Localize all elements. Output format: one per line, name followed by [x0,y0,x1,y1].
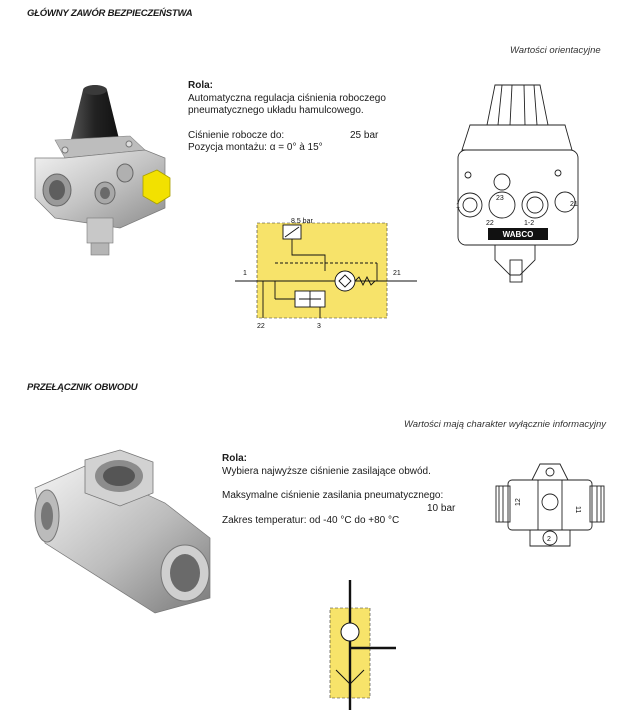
role-line-2: pneumatycznego układu hamulcowego. [188,105,364,116]
section1-title: GŁÓWNY ZAWÓR BEZPIECZEŃSTWA [27,8,193,19]
section2-title: PRZEŁĄCZNIK OBWODU [27,382,138,393]
drawing-port-22: 22 [486,220,494,227]
circuit-switch-photo [34,449,211,614]
drawing2-port-2: 2 [547,536,551,543]
max-pressure-label: Maksymalne ciśnienie zasilania pneumatyc… [222,490,444,501]
schematic-port-1: 1 [243,270,247,277]
pressure-label: Ciśnienie robocze do: [188,129,285,141]
temperature-range: Zakres temperatur: od -40 °C do +80 °C [222,515,400,526]
schematic-port-3: 3 [317,323,321,330]
mount-position: Pozycja montażu: α = 0° à 15° [188,142,323,153]
max-pressure-value: 10 bar [427,502,456,514]
schematic-port-21: 21 [393,270,401,277]
schematic-port-22: 22 [257,323,265,330]
setpoint-label: 8,5 bar [291,218,313,225]
drawing2-port-11: 11 [574,506,581,513]
section1-note: Wartości orientacyjne [510,45,601,56]
section1-description: Rola: Automatyczna regulacja ciśnienia r… [188,80,448,155]
role-label: Rola: [188,80,213,91]
pressure-regulator-drawing: WABCO 1 21 23 22 1-2 [456,84,579,283]
circuit-switch-drawing: 12 11 2 [495,463,605,547]
section2-description: Rola: Wybiera najwyższe ciśnienie zasila… [222,453,462,528]
role-line-1: Automatyczna regulacja ciśnienia robocze… [188,92,386,104]
circuit-switch-schematic [329,580,396,710]
pressure-row: Ciśnienie robocze do: 25 bar [188,130,448,143]
pressure-value: 25 bar [350,129,379,141]
role-label-2: Rola: [222,453,247,464]
role-line-2-1: Wybiera najwyższe ciśnienie zasilające o… [222,465,431,477]
brand-logo: WABCO [503,230,534,239]
drawing-port-1-2: 1-2 [524,220,534,227]
drawing-port-21: 21 [570,201,578,208]
pressure-regulator-schematic: 8,5 bar 1 21 22 3 [235,218,417,330]
drawing2-port-12: 12 [515,498,522,506]
drawing-port-23: 23 [496,195,504,202]
pressure-regulator-photo [34,85,171,256]
section2-note: Wartości mają charakter wyłącznie inform… [404,419,607,430]
drawing-port-1: 1 [456,203,460,210]
